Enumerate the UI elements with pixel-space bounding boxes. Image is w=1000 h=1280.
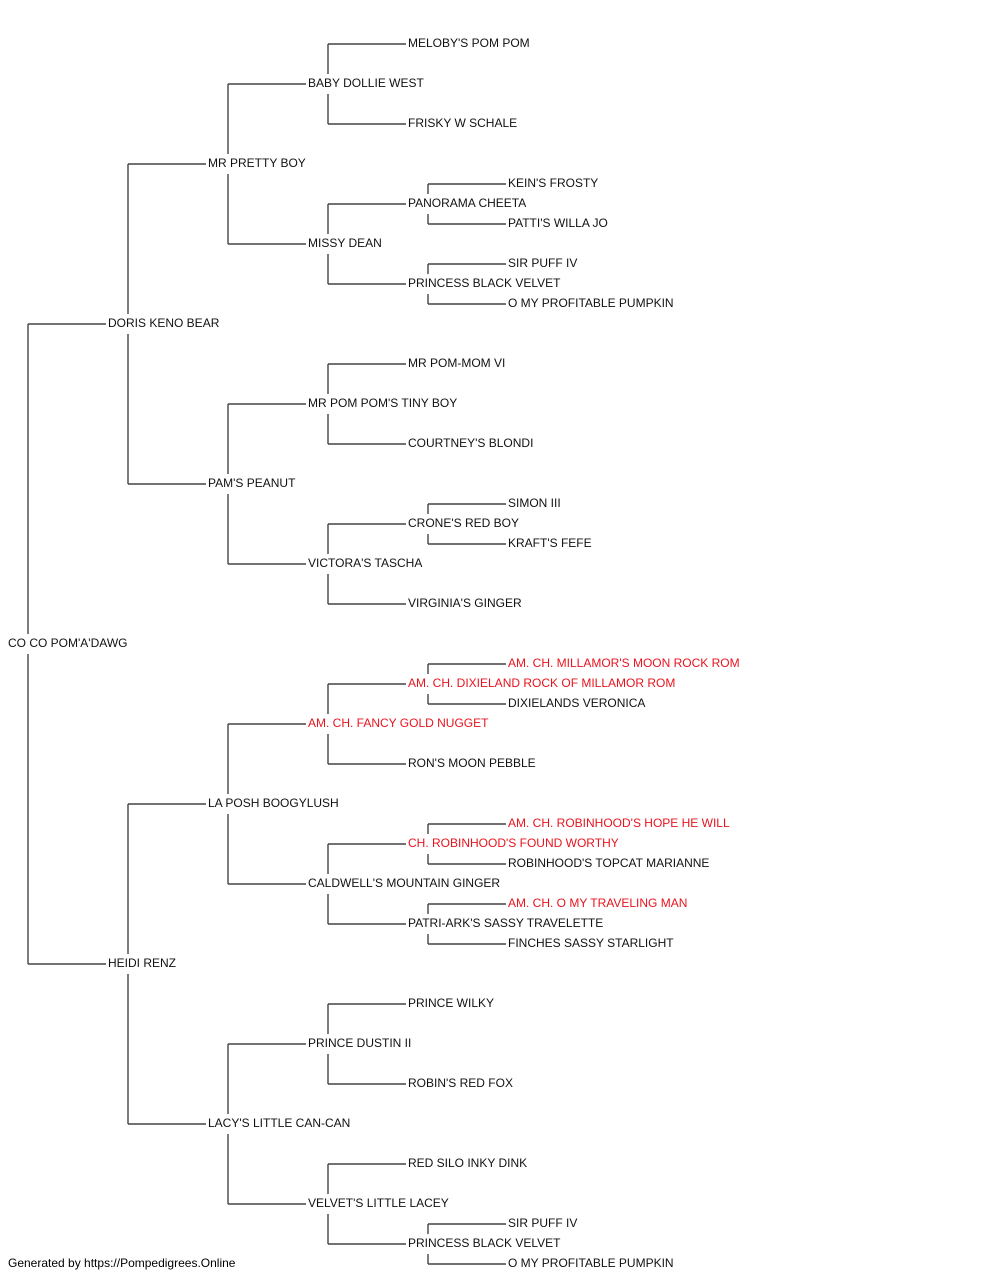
- ancestor-name: AM. CH. FANCY GOLD NUGGET: [308, 716, 489, 730]
- ancestor-name: SIR PUFF IV: [508, 1216, 577, 1230]
- ancestor-name: HEIDI RENZ: [108, 956, 176, 970]
- ancestor-name: VELVET'S LITTLE LACEY: [308, 1196, 449, 1210]
- ancestor-name: PATTI'S WILLA JO: [508, 216, 608, 230]
- ancestor-name: MR POM-MOM VI: [408, 356, 505, 370]
- ancestor-name: AM. CH. ROBINHOOD'S HOPE HE WILL: [508, 816, 730, 830]
- ancestor-names: CO CO POM'A'DAWG DORIS KENO BEAR MR PRETTY…: [8, 36, 740, 1270]
- ancestor-name: FRISKY W SCHALE: [408, 116, 517, 130]
- ancestor-name: LACY'S LITTLE CAN-CAN: [208, 1116, 350, 1130]
- ancestor-name: ROBIN'S RED FOX: [408, 1076, 513, 1090]
- ancestor-name: SIR PUFF IV: [508, 256, 577, 270]
- subject-dog-name: CO CO POM'A'DAWG: [8, 636, 127, 650]
- ancestor-name: MISSY DEAN: [308, 236, 382, 250]
- ancestor-name: CALDWELL'S MOUNTAIN GINGER: [308, 876, 500, 890]
- ancestor-name: VIRGINIA'S GINGER: [408, 596, 522, 610]
- ancestor-name: ROBINHOOD'S TOPCAT MARIANNE: [508, 856, 709, 870]
- ancestor-name: COURTNEY'S BLONDI: [408, 436, 533, 450]
- ancestor-name: BABY DOLLIE WEST: [308, 76, 424, 90]
- ancestor-name: PAM'S PEANUT: [208, 476, 296, 490]
- ancestor-name: FINCHES SASSY STARLIGHT: [508, 936, 674, 950]
- ancestor-name: PRINCE DUSTIN II: [308, 1036, 411, 1050]
- ancestor-name: RED SILO INKY DINK: [408, 1156, 527, 1170]
- ancestor-name: O MY PROFITABLE PUMPKIN: [508, 296, 674, 310]
- ancestor-name: CRONE'S RED BOY: [408, 516, 519, 530]
- ancestor-name: VICTORA'S TASCHA: [308, 556, 422, 570]
- ancestor-name: DIXIELANDS VERONICA: [508, 696, 645, 710]
- ancestor-name: MR PRETTY BOY: [208, 156, 306, 170]
- ancestor-name: PANORAMA CHEETA: [408, 196, 526, 210]
- ancestor-name: LA POSH BOOGYLUSH: [208, 796, 339, 810]
- ancestor-name: AM. CH. DIXIELAND ROCK OF MILLAMOR ROM: [408, 676, 675, 690]
- ancestor-name: KEIN'S FROSTY: [508, 176, 598, 190]
- ancestor-name: PRINCESS BLACK VELVET: [408, 276, 561, 290]
- ancestor-name: PATRI-ARK'S SASSY TRAVELETTE: [408, 916, 603, 930]
- ancestor-name: PRINCE WILKY: [408, 996, 494, 1010]
- ancestor-name: O MY PROFITABLE PUMPKIN: [508, 1256, 674, 1270]
- ancestor-name: RON'S MOON PEBBLE: [408, 756, 536, 770]
- footer-credit: Generated by https://Pompedigrees.Online: [8, 1256, 236, 1270]
- ancestor-name: PRINCESS BLACK VELVET: [408, 1236, 561, 1250]
- ancestor-name: KRAFT'S FEFE: [508, 536, 592, 550]
- ancestor-name: AM. CH. O MY TRAVELING MAN: [508, 896, 687, 910]
- ancestor-name: MR POM POM'S TINY BOY: [308, 396, 457, 410]
- ancestor-name: SIMON III: [508, 496, 561, 510]
- ancestor-name: MELOBY'S POM POM: [408, 36, 530, 50]
- ancestor-name: CH. ROBINHOOD'S FOUND WORTHY: [408, 836, 619, 850]
- connector-lines: [27, 43, 506, 1265]
- ancestor-name: DORIS KENO BEAR: [108, 316, 220, 330]
- ancestor-name: AM. CH. MILLAMOR'S MOON ROCK ROM: [508, 656, 740, 670]
